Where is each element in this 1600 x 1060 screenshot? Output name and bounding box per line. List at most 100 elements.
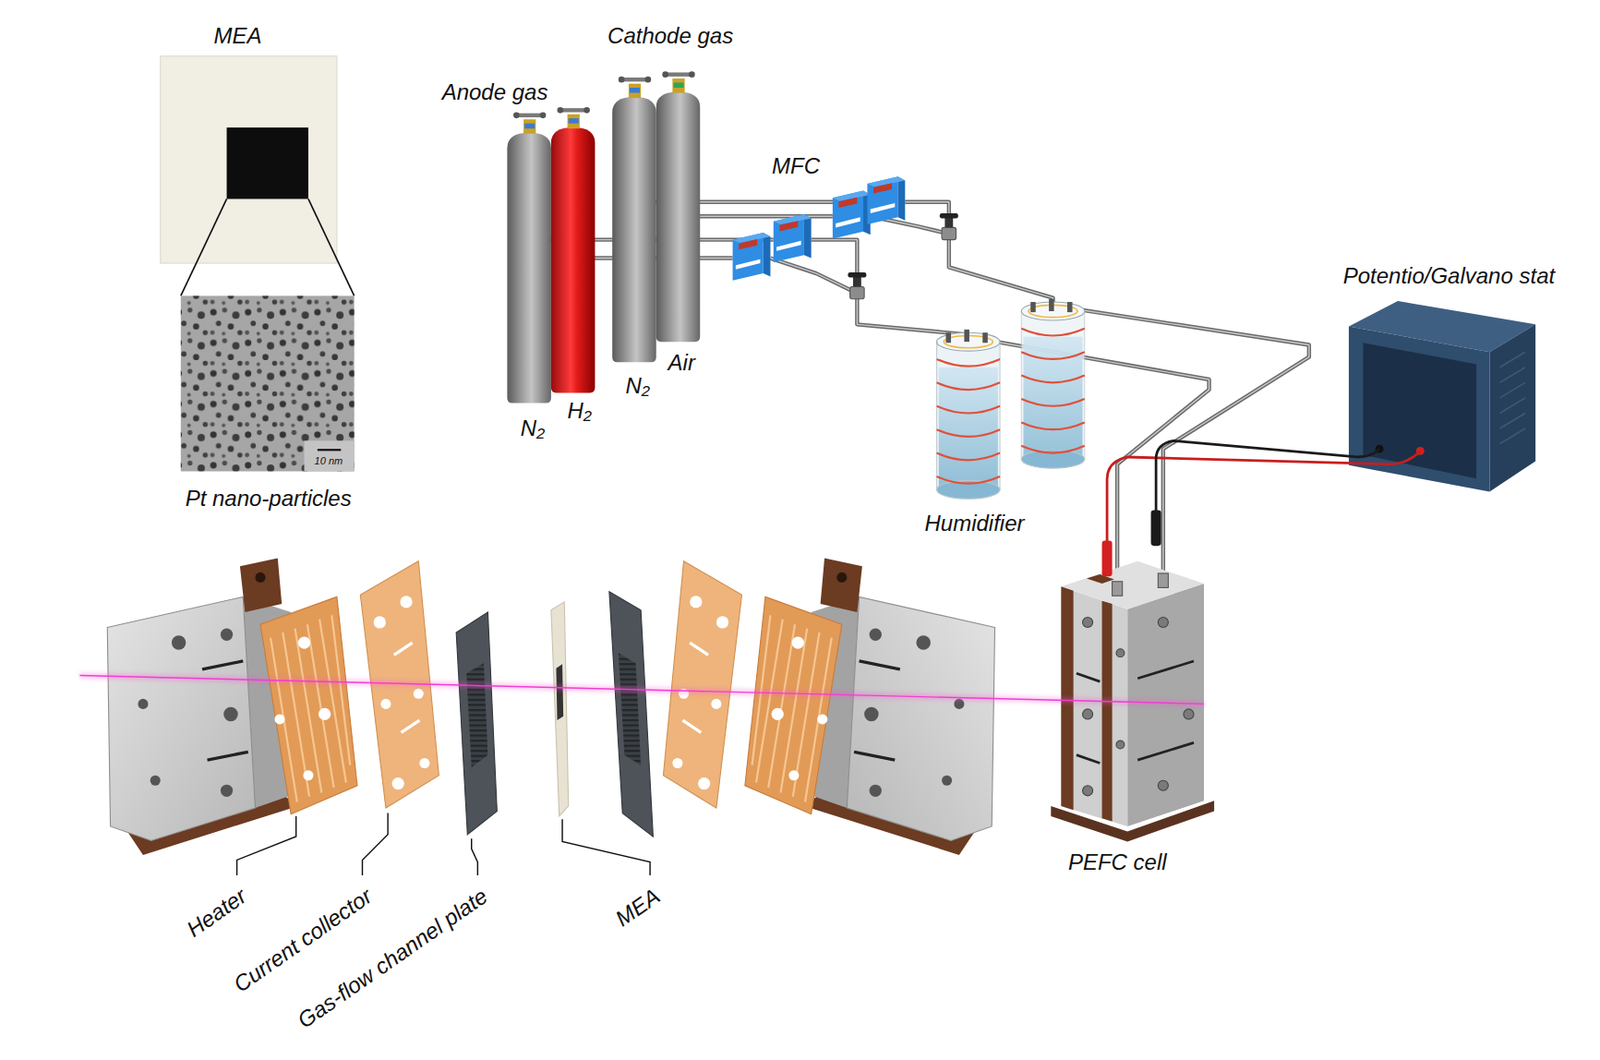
end-plate — [804, 557, 996, 855]
gas-cylinder — [628, 84, 641, 98]
heater-plate — [298, 636, 311, 649]
end-plate — [202, 661, 243, 670]
gas-flow-plate — [466, 662, 488, 768]
humidifier — [1021, 351, 1085, 360]
group-label: Anode gas — [442, 79, 549, 106]
end-plate — [240, 557, 282, 613]
mfc-box — [838, 197, 857, 208]
pefc-cell — [1076, 661, 1194, 763]
humidifier — [937, 341, 1001, 490]
callout-label: MEA — [611, 883, 665, 932]
end-plate — [137, 628, 238, 797]
humidifier — [946, 332, 952, 343]
valve — [847, 213, 958, 300]
pefc-cell — [1102, 541, 1113, 578]
gas-cylinder — [673, 82, 684, 88]
wire — [1106, 450, 1420, 546]
gas-cylinder — [523, 119, 536, 133]
gas-cylinder — [524, 123, 535, 130]
heater-plate — [260, 596, 358, 814]
current-collector — [380, 698, 391, 710]
caption-label: Pt nano-particles — [185, 485, 352, 512]
humidifier — [1048, 299, 1055, 312]
gas-cylinder — [612, 96, 657, 362]
gas-pipe — [769, 258, 852, 291]
beam-line — [79, 674, 1204, 704]
end-plate — [254, 572, 265, 583]
gas-cylinder — [672, 78, 685, 93]
heater-plate — [307, 624, 335, 788]
mfc-box — [735, 259, 761, 270]
gas-pipe — [984, 339, 1209, 592]
part-label: MFC — [771, 153, 820, 180]
potentiostat — [1362, 342, 1477, 479]
gas-label: N₂ — [520, 415, 545, 442]
pefc-cell — [1082, 616, 1094, 627]
callout-label: Gas-flow channel plate — [292, 883, 493, 1035]
leader-line — [562, 818, 650, 876]
valve — [850, 286, 865, 299]
humidifier — [937, 329, 1001, 499]
mfc-box — [804, 214, 812, 259]
heater-plate — [274, 713, 285, 724]
mfc-box — [738, 239, 758, 250]
gas-cylinder — [540, 112, 547, 120]
pefc-cell — [1076, 673, 1100, 682]
heater-plate — [270, 637, 298, 803]
end-plate — [207, 751, 249, 760]
gas-cylinder — [629, 87, 640, 94]
humidifier — [1067, 301, 1073, 313]
humidifier — [1021, 375, 1085, 384]
humidifier — [937, 429, 1001, 437]
potentiostat — [1499, 351, 1526, 368]
leader-line — [237, 813, 650, 876]
callout-label: Heater — [181, 883, 252, 943]
tem-image — [304, 440, 355, 471]
gas-cylinder — [620, 77, 650, 82]
humidifier — [1021, 299, 1085, 469]
mea-sheet — [555, 663, 564, 721]
end-plate — [171, 635, 186, 650]
group-label: Cathode gas — [607, 23, 734, 49]
humidifier — [1021, 328, 1085, 454]
tem-image — [180, 295, 355, 471]
gas-cylinder — [506, 112, 552, 404]
potentiostat — [1499, 382, 1526, 398]
gas-cylinder — [513, 112, 520, 120]
pefc-cell — [1060, 561, 1204, 610]
leader-line — [471, 838, 479, 876]
pefc-cell — [1116, 649, 1125, 658]
mea-photo — [308, 198, 355, 296]
gas-flow-plate — [618, 652, 641, 766]
gas-flow-plate — [456, 612, 497, 835]
tem-image — [180, 295, 355, 471]
gas-flow-plate — [609, 591, 654, 837]
gas-label: N₂ — [625, 372, 650, 399]
valve — [847, 272, 867, 278]
humidifier — [963, 329, 970, 342]
pefc-cell — [1157, 573, 1168, 588]
heater-plate — [295, 628, 323, 794]
mfc-box — [779, 220, 798, 231]
mea-photo — [160, 56, 355, 297]
humidifier — [982, 332, 988, 343]
mfc-box — [835, 216, 861, 228]
current-collector — [399, 595, 412, 608]
part-label: PEFC cell — [1068, 849, 1167, 876]
humidifier — [938, 367, 999, 488]
part-label: Potentio/Galvano stat — [1343, 263, 1555, 289]
gas-cylinder — [664, 72, 694, 76]
humidifier — [1021, 311, 1085, 459]
heater-plate — [274, 636, 331, 781]
gas-cylinder — [567, 114, 580, 129]
pefc-cell — [1082, 616, 1194, 795]
mea-sheet — [551, 601, 569, 817]
leader-line — [237, 816, 297, 876]
heater-plate — [302, 769, 313, 781]
pefc-cell — [1060, 586, 1128, 827]
pefc-cell — [1157, 616, 1168, 627]
potentiostat — [1499, 428, 1526, 445]
gas-cylinder — [515, 113, 544, 118]
gas-pipe — [984, 339, 1209, 592]
gas-pipe — [949, 239, 1054, 313]
